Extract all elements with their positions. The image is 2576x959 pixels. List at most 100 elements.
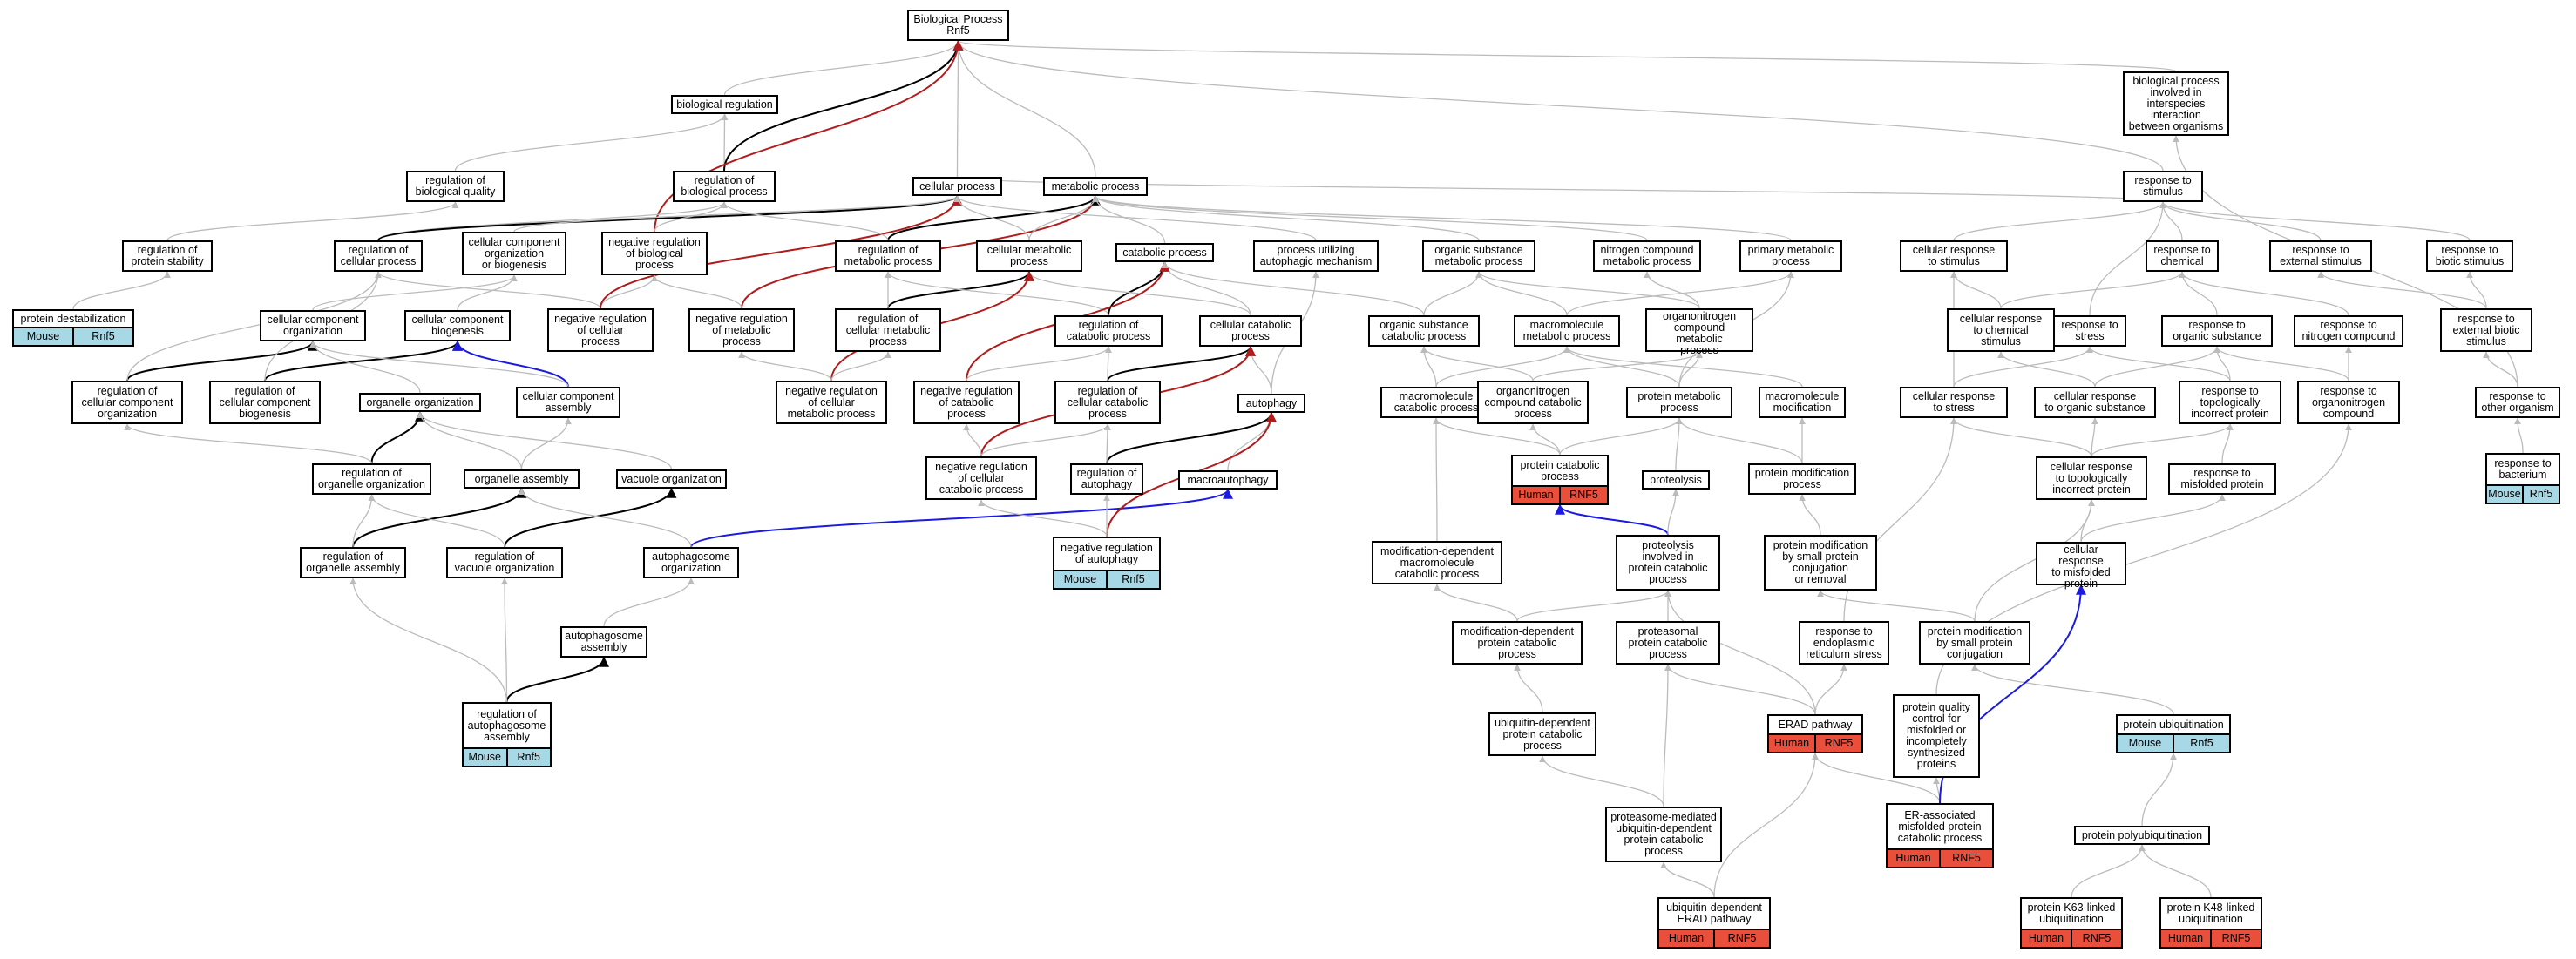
go-term-cellular-metabolic-process[interactable]: cellular metabolic process	[976, 240, 1082, 272]
go-term-catabolic-process[interactable]: catabolic process	[1115, 243, 1214, 262]
go-term-primary-metabolic-process[interactable]: primary metabolic process	[1739, 240, 1842, 272]
go-term-regulation-of-cellular-component-biogenesis[interactable]: regulation of cellular component biogene…	[209, 381, 321, 424]
go-term-proteolysis-involved-in-protein-catabolic-process[interactable]: proteolysis involved in protein cataboli…	[1616, 535, 1720, 591]
go-term-cellular-response-to-organic-substance[interactable]: cellular response to organic substance	[2034, 387, 2156, 418]
go-term-regulation-of-metabolic-process[interactable]: regulation of metabolic process	[835, 240, 941, 272]
go-term-regulation-of-organelle-assembly[interactable]: regulation of organelle assembly	[300, 547, 406, 578]
go-term-regulation-of-protein-stability[interactable]: regulation of protein stability	[122, 240, 213, 272]
go-term-negative-regulation-of-cellular-catabolic-process[interactable]: negative regulation of cellular cataboli…	[925, 456, 1037, 500]
edge-black	[264, 340, 463, 382]
go-term-cellular-response-to-stress[interactable]: cellular response to stress	[1900, 387, 2008, 418]
go-term-macroautophagy[interactable]: macroautophagy	[1178, 470, 1278, 490]
go-term-regulation-of-biological-process[interactable]: regulation of biological process	[673, 171, 776, 202]
go-term-organonitrogen-compound-catabolic-process[interactable]: organonitrogen compound catabolic proces…	[1477, 381, 1589, 424]
go-term-protein-modification-by-small-protein-conjugation[interactable]: protein modification by small protein co…	[1919, 621, 2030, 665]
go-term-organelle-assembly[interactable]: organelle assembly	[464, 469, 580, 489]
go-term-label: biological regulation	[676, 98, 773, 111]
go-term-cellular-process[interactable]: cellular process	[912, 177, 1002, 196]
go-term-organelle-organization[interactable]: organelle organization	[359, 393, 481, 412]
go-term-root[interactable]: Biological Process Rnf5	[907, 10, 1009, 41]
edge-grey	[1516, 590, 1671, 622]
edge-black	[126, 340, 318, 382]
go-term-biological-regulation[interactable]: biological regulation	[671, 95, 778, 114]
go-term-vacuole-organization[interactable]: vacuole organization	[616, 469, 727, 489]
go-term-organic-substance-metabolic-process[interactable]: organic substance metabolic process	[1422, 240, 1535, 272]
species-label: Mouse	[2488, 488, 2521, 500]
go-term-cellular-response-to-misfolded-protein[interactable]: cellular response to misfolded protein	[2036, 542, 2126, 590]
go-term-cellular-component-assembly[interactable]: cellular component assembly	[516, 387, 620, 418]
go-term-response-to-misfolded-protein[interactable]: response to misfolded protein	[2168, 463, 2276, 495]
go-term-protein-metabolic-process[interactable]: protein metabolic process	[1626, 387, 1732, 418]
go-term-cellular-component-biogenesis[interactable]: cellular component biogenesis	[404, 310, 511, 341]
go-term-cellular-component-organization[interactable]: cellular component organization	[260, 310, 366, 341]
go-term-response-to-organic-substance[interactable]: response to organic substance	[2161, 315, 2273, 347]
go-term-regulation-of-autophagy[interactable]: regulation of autophagy	[1070, 463, 1143, 495]
go-term-cellular-catabolic-process[interactable]: cellular catabolic process	[1199, 315, 1302, 347]
go-term-proteasomal-protein-catabolic-process[interactable]: proteasomal protein catabolic process	[1616, 621, 1720, 665]
go-term-response-to-topologically-incorrect-protein[interactable]: response to topologically incorrect prot…	[2179, 381, 2281, 424]
go-term-negative-regulation-of-cellular-process[interactable]: negative regulation of cellular process	[547, 308, 654, 352]
go-term-macromolecule-modification[interactable]: macromolecule modification	[1759, 387, 1846, 418]
go-term-regulation-of-cellular-catabolic-process[interactable]: regulation of cellular catabolic process	[1054, 381, 1161, 424]
go-term-ubiquitin-dependent-protein-catabolic-process[interactable]: ubiquitin-dependent protein catabolic pr…	[1488, 712, 1596, 756]
go-term-regulation-of-catabolic-process[interactable]: regulation of catabolic process	[1054, 315, 1163, 347]
go-term-protein-polyubiquitination[interactable]: protein polyubiquitination	[2074, 826, 2210, 845]
go-term-autophagy[interactable]: autophagy	[1237, 394, 1305, 413]
go-term-cellular-component-organization-or-biogenesis[interactable]: cellular component organization or bioge…	[462, 232, 566, 275]
go-term-protein-modification-process[interactable]: protein modification process	[1748, 463, 1856, 495]
go-term-er-associated-misfolded-protein-catabolic-process[interactable]: ER-associated misfolded protein cataboli…	[1886, 803, 1994, 868]
edge-grey	[1950, 417, 2092, 457]
go-term-regulation-of-biological-quality[interactable]: regulation of biological quality	[406, 171, 505, 202]
go-term-protein-modification-by-small-protein-conjugation-or-removal[interactable]: protein modification by small protein co…	[1764, 535, 1877, 591]
edge-grey	[2071, 844, 2146, 898]
go-term-response-to-chemical[interactable]: response to chemical	[2146, 240, 2219, 272]
go-term-response-to-other-organism[interactable]: response to other organism	[2475, 387, 2560, 418]
go-term-regulation-of-cellular-metabolic-process[interactable]: regulation of cellular metabolic process	[835, 308, 941, 352]
go-term-proteolysis[interactable]: proteolysis	[1642, 470, 1710, 490]
go-term-regulation-of-cellular-process[interactable]: regulation of cellular process	[334, 240, 423, 272]
go-term-protein-quality-control[interactable]: protein quality control for misfolded or…	[1893, 694, 1980, 778]
go-term-response-to-nitrogen-compound[interactable]: response to nitrogen compound	[2294, 315, 2403, 347]
go-term-cellular-response-to-topologically-incorrect-protein[interactable]: cellular response to topologically incor…	[2036, 456, 2147, 500]
go-term-negative-regulation-of-biological-process[interactable]: negative regulation of biological proces…	[601, 232, 708, 275]
go-term-response-to-external-biotic-stimulus[interactable]: response to external biotic stimulus	[2440, 308, 2532, 352]
go-term-proteasome-mediated-ubiquitin-dependent-protein-catabolic-process[interactable]: proteasome-mediated ubiquitin-dependent …	[1605, 807, 1722, 862]
go-term-response-to-stress[interactable]: response to stress	[2053, 315, 2126, 347]
go-term-regulation-of-organelle-organization[interactable]: regulation of organelle organization	[312, 463, 431, 495]
go-term-negative-regulation-of-cellular-metabolic-process[interactable]: negative regulation of cellular metaboli…	[776, 381, 887, 424]
go-term-response-to-endoplasmic-reticulum-stress[interactable]: response to endoplasmic reticulum stress	[1799, 621, 1889, 665]
go-term-response-to-organonitrogen-compound[interactable]: response to organonitrogen compound	[2297, 381, 2400, 424]
go-term-modification-dependent-protein-catabolic-process[interactable]: modification-dependent protein catabolic…	[1452, 621, 1583, 665]
go-term-response-to-biotic-stimulus[interactable]: response to biotic stimulus	[2426, 240, 2513, 272]
go-term-macromolecule-metabolic-process[interactable]: macromolecule metabolic process	[1514, 315, 1620, 347]
go-term-metabolic-process[interactable]: metabolic process	[1043, 177, 1148, 196]
go-term-organic-substance-catabolic-process[interactable]: organic substance catabolic process	[1368, 315, 1480, 347]
go-term-biological-process-involved-in-interspecies-interaction[interactable]: biological process involved in interspec…	[2123, 71, 2229, 136]
go-term-autophagosome-organization[interactable]: autophagosome organization	[643, 547, 739, 578]
go-term-process-utilizing-autophagic-mechanism[interactable]: process utilizing autophagic mechanism	[1253, 240, 1379, 272]
gene-label: RNF5	[2210, 930, 2261, 947]
go-term-response-to-external-stimulus[interactable]: response to external stimulus	[2269, 240, 2372, 272]
go-term-organonitrogen-compound-metabolic-process[interactable]: organonitrogen compound metabolic proces…	[1645, 308, 1753, 356]
go-term-cellular-response-to-chemical-stimulus[interactable]: cellular response to chemical stimulus	[1947, 308, 2055, 352]
go-term-response-to-stimulus[interactable]: response to stimulus	[2123, 171, 2203, 202]
go-term-macromolecule-catabolic-process[interactable]: macromolecule catabolic process	[1380, 387, 1492, 418]
go-term-nitrogen-compound-metabolic-process[interactable]: nitrogen compound metabolic process	[1593, 240, 1701, 272]
go-term-cellular-response-to-stimulus[interactable]: cellular response to stimulus	[1900, 240, 2008, 272]
go-term-negative-regulation-of-metabolic-process[interactable]: negative regulation of metabolic process	[688, 308, 795, 352]
go-term-regulation-of-vacuole-organization[interactable]: regulation of vacuole organization	[446, 547, 563, 578]
go-term-modification-dependent-macromolecule-catabolic-process[interactable]: modification-dependent macromolecule cat…	[1372, 541, 1502, 584]
go-term-autophagosome-assembly[interactable]: autophagosome assembly	[560, 626, 647, 658]
go-term-negative-regulation-of-catabolic-process[interactable]: negative regulation of catabolic process	[913, 381, 1020, 424]
go-term-regulation-of-cellular-component-organization[interactable]: regulation of cellular component organiz…	[71, 381, 183, 424]
